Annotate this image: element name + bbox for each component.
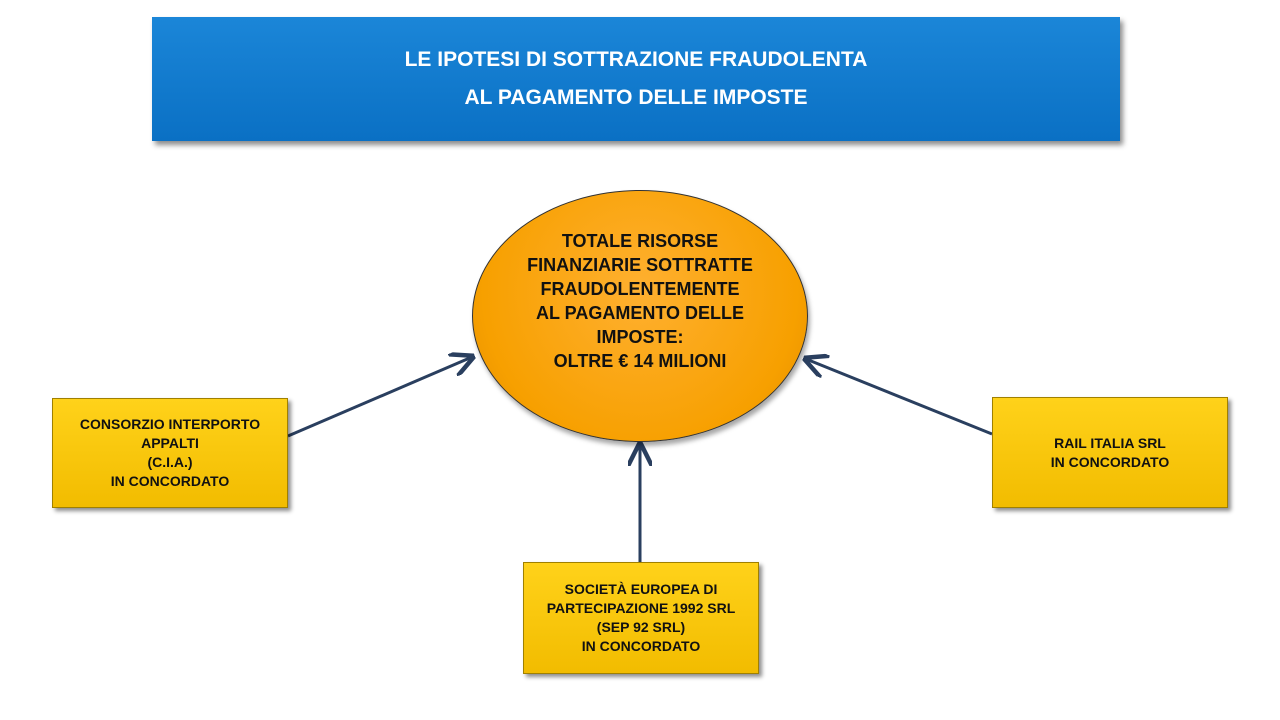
- box-line: IN CONCORDATO: [1050, 453, 1170, 470]
- box-line: CONSORZIO INTERPORTO: [79, 416, 261, 432]
- center-line: TOTALE RISORSE: [561, 231, 719, 251]
- arrow-right: [806, 359, 993, 436]
- box-line: APPALTI: [141, 435, 199, 451]
- center-total-ellipse: TOTALE RISORSE FINANZIARIE SOTTRATTE FRA…: [472, 190, 808, 442]
- center-line: OLTRE € 14 MILIONI: [553, 351, 727, 371]
- box-rail-italia: RAIL ITALIA SRL IN CONCORDATO: [992, 397, 1228, 508]
- box-sep92: SOCIETÀ EUROPEA DI PARTECIPAZIONE 1992 S…: [523, 562, 759, 674]
- box-line: RAIL ITALIA SRL: [1054, 434, 1166, 451]
- box-line: PARTECIPAZIONE 1992 SRL: [546, 600, 736, 616]
- box-line: IN CONCORDATO: [581, 638, 701, 654]
- title-line-1: LE IPOTESI DI SOTTRAZIONE FRAUDOLENTA: [404, 48, 868, 71]
- arrow-left: [287, 357, 472, 438]
- center-line: FRAUDOLENTEMENTE: [540, 279, 740, 299]
- box-line: IN CONCORDATO: [110, 473, 230, 489]
- center-line: FINANZIARIE SOTTRATTE: [527, 255, 753, 275]
- title-line-2: AL PAGAMENTO DELLE IMPOSTE: [464, 86, 808, 109]
- box-cia: CONSORZIO INTERPORTO APPALTI (C.I.A.) IN…: [52, 398, 288, 508]
- slide-title: LE IPOTESI DI SOTTRAZIONE FRAUDOLENTA AL…: [152, 17, 1120, 141]
- center-line: IMPOSTE:: [596, 327, 684, 347]
- center-line: AL PAGAMENTO DELLE: [535, 303, 744, 323]
- box-line: SOCIETÀ EUROPEA DI: [564, 581, 718, 597]
- box-line: (SEP 92 SRL): [596, 619, 686, 635]
- box-line: (C.I.A.): [147, 454, 193, 470]
